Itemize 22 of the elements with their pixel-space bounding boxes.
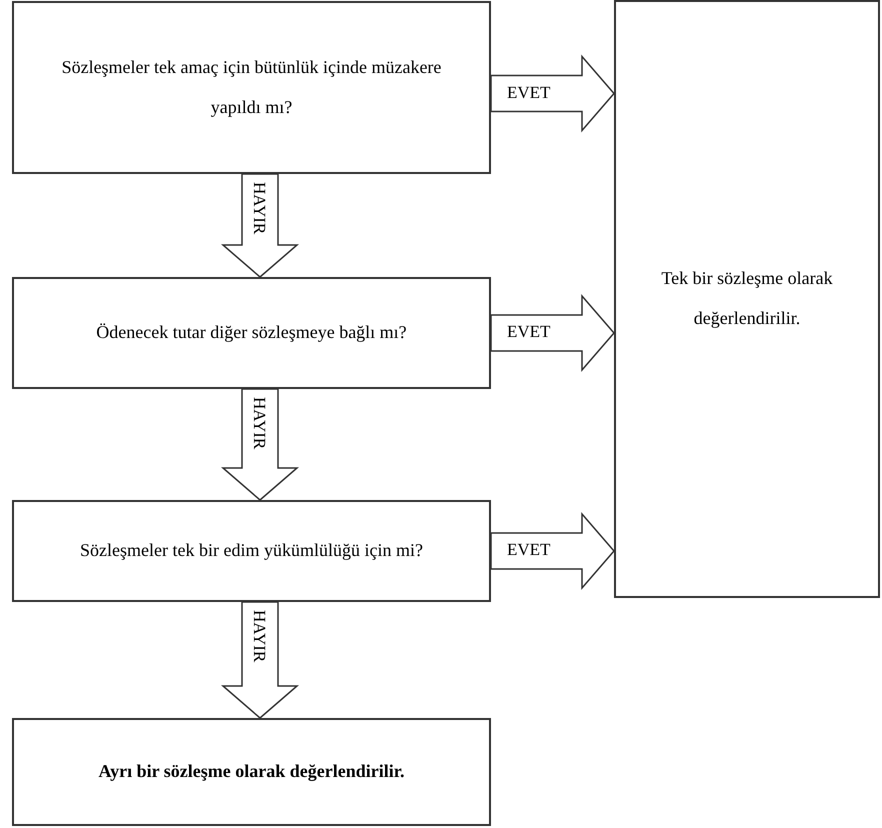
edge-label: HAYIR xyxy=(251,182,268,234)
edge-label: EVET xyxy=(507,84,550,100)
box-text: Sözleşmeler tek amaç için bütünlük içinde müzakere yapıldı mı? xyxy=(60,56,442,119)
block-arrow xyxy=(220,601,300,719)
box-text: Ayrı bir sözleşme olarak değerlendirilir. xyxy=(98,760,405,784)
process-box xyxy=(614,0,880,598)
block-arrow xyxy=(490,54,615,133)
block-arrow xyxy=(220,388,300,501)
block-arrow xyxy=(220,173,300,278)
block-arrow xyxy=(490,512,615,590)
box-text: Ödenecek tutar diğer sözleşmeye bağlı mı? xyxy=(96,321,407,344)
edge-label: HAYIR xyxy=(251,397,268,450)
block-arrow xyxy=(490,294,615,372)
edge-label: HAYIR xyxy=(251,610,268,662)
edge-label: EVET xyxy=(507,541,550,558)
process-box xyxy=(12,718,491,826)
process-box xyxy=(12,500,491,602)
box-text: Tek bir sözleşme olarak değerlendirilir. xyxy=(660,267,834,330)
process-box xyxy=(12,277,491,389)
process-box xyxy=(12,1,491,174)
edge-label: EVET xyxy=(507,323,550,340)
box-text: Sözleşmeler tek bir edim yükümlülüğü için mi? xyxy=(80,539,423,562)
